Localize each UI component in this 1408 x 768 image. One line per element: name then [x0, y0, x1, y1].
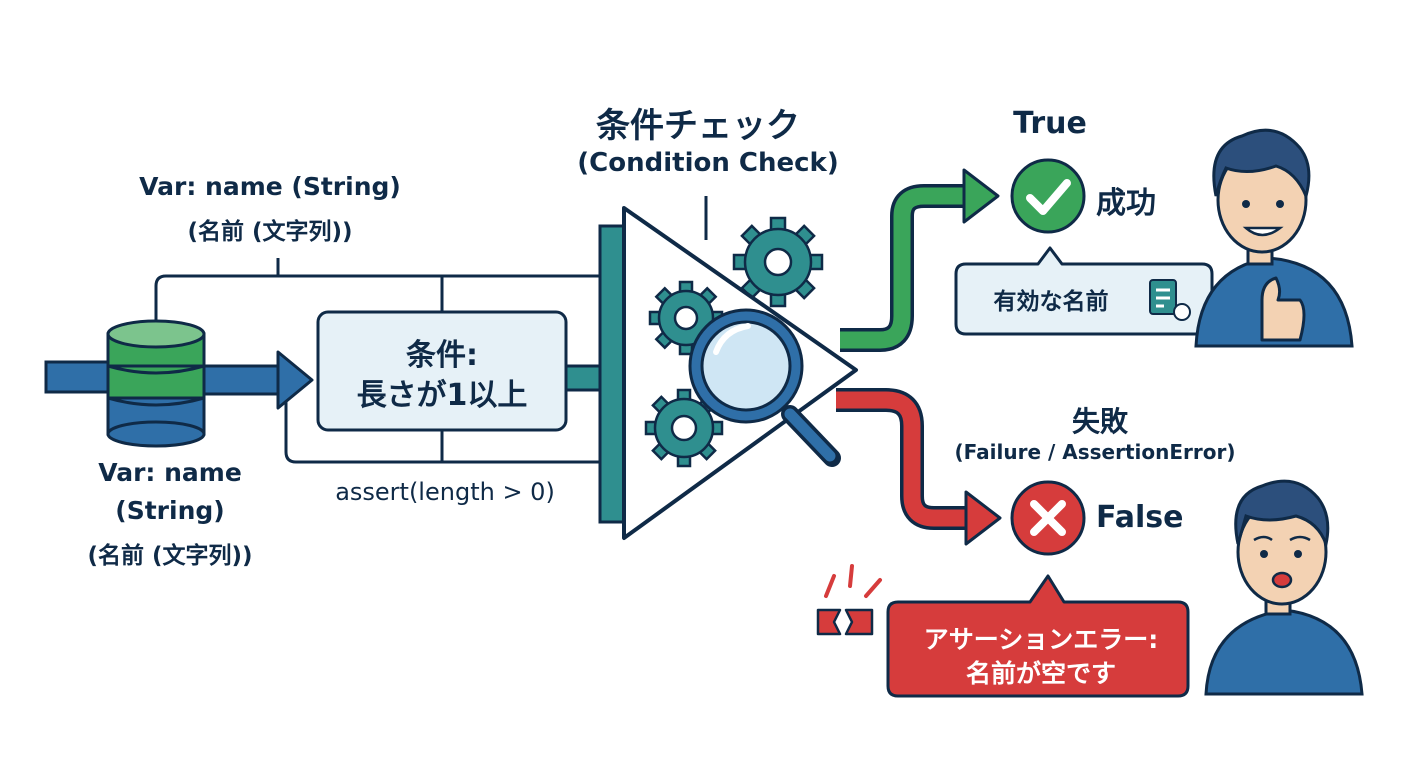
false-label: False	[1096, 500, 1184, 535]
top-variable-subtitle: (名前 (文字列))	[187, 219, 353, 245]
x-circle-icon	[1010, 480, 1086, 556]
top-variable-label: Var: name (String)	[139, 172, 401, 201]
connector-lines	[154, 196, 708, 464]
error-bubble-line1: アサーションエラー:	[923, 625, 1159, 654]
true-path-arrow	[840, 168, 1000, 352]
database-icon	[106, 319, 206, 448]
condition-check-title: 条件チェック	[596, 106, 800, 146]
gear-icon	[644, 388, 724, 468]
input-arrow	[202, 350, 314, 410]
assert-expression: assert(length > 0)	[335, 478, 555, 506]
input-stream-arrow	[44, 360, 110, 394]
check-plate	[598, 224, 626, 524]
failure-title: 失敗	[1071, 405, 1128, 438]
alert-burst-icon	[816, 564, 882, 636]
condition-check-subtitle: (Condition Check)	[577, 148, 839, 178]
happy-person-avatar	[1194, 128, 1354, 348]
failure-subtitle: (Failure / AssertionError)	[954, 440, 1236, 464]
error-bubble	[886, 574, 1190, 698]
condition-title: 条件:	[406, 338, 478, 373]
success-label: 成功	[1096, 186, 1156, 221]
condition-rule: 長さが1以上	[356, 378, 528, 413]
gear-icon	[648, 280, 724, 356]
sad-person-avatar	[1204, 479, 1364, 696]
bottom-variable-label: Var: name	[98, 458, 242, 487]
gear-icon	[732, 216, 824, 308]
document-check-icon	[1149, 279, 1191, 321]
bottom-variable-type: (String)	[115, 496, 225, 525]
error-bubble-line2: 名前が空です	[965, 659, 1116, 688]
success-bubble-text: 有効な名前	[993, 289, 1109, 315]
false-path-arrow	[836, 388, 1002, 546]
true-label: True	[1013, 106, 1087, 141]
bottom-variable-subtitle: (名前 (文字列))	[87, 543, 253, 569]
magnifier-icon	[688, 308, 841, 467]
check-circle-icon	[1010, 158, 1086, 234]
box-to-check-connector	[564, 364, 604, 392]
